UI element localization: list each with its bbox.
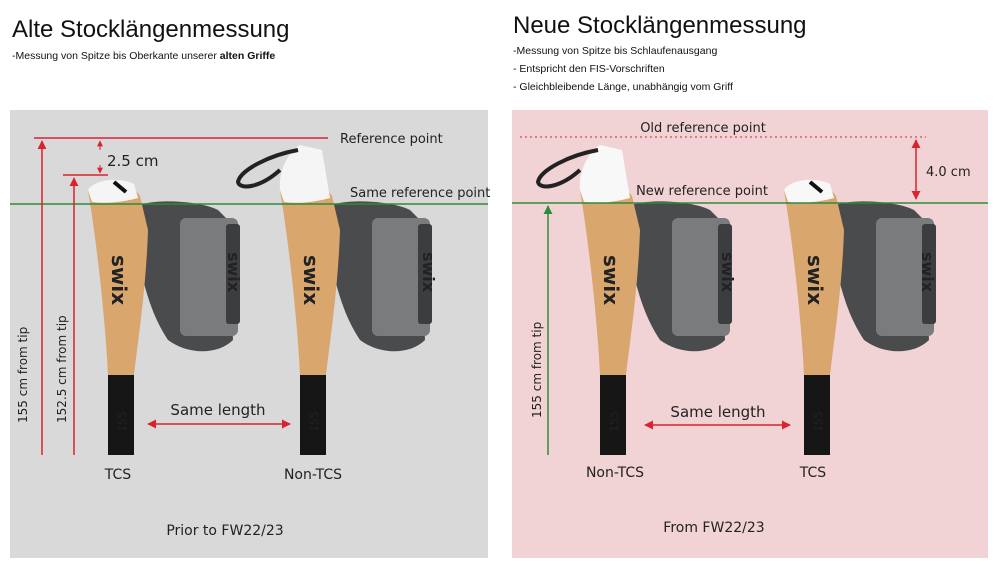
left-caption: Prior to FW22/23: [166, 523, 283, 539]
brand-logo: swix: [299, 255, 323, 305]
left-nontcs-pole: [235, 145, 432, 456]
brand-logo: swix: [803, 255, 827, 305]
pole-label-tcs: TCS: [799, 465, 827, 481]
brand-logo: swix: [718, 252, 737, 293]
right-bullet: - Gleichbleibende Länge, unabhängig vom …: [513, 81, 733, 93]
new-reference-point-label: New reference point: [636, 184, 768, 199]
pole-label-tcs: TCS: [104, 467, 132, 483]
brand-logo: swix: [224, 252, 243, 293]
left-title: Alte Stocklängenmessung: [12, 16, 290, 43]
right-nontcs-pole: [535, 145, 732, 456]
left-subtitle: -Messung von Spitze bis Oberkante unsere…: [12, 47, 275, 65]
length-inner-label: 152.5 cm from tip: [55, 315, 69, 423]
right-title: Neue Stocklängenmessung: [513, 12, 807, 39]
length-outer-label: 155 cm from tip: [16, 327, 30, 423]
left-tcs-pole: [88, 179, 240, 456]
right-tcs-pole: [784, 179, 936, 456]
left-subtitle-text: -Messung von Spitze bis Oberkante unsere…: [12, 50, 220, 62]
right-bullets: -Messung von Spitze bis Schlaufenausgang…: [513, 42, 733, 96]
shaft-label: 155: [308, 411, 321, 432]
shaft-label: 155: [116, 411, 129, 432]
offset-label: 4.0 cm: [926, 165, 971, 180]
same-reference-point-label: Same reference point: [350, 186, 490, 201]
offset-label: 2.5 cm: [107, 152, 158, 170]
same-length-label: Same length: [670, 403, 765, 421]
shaft-label: 155: [812, 411, 825, 432]
brand-logo: swix: [419, 252, 438, 293]
right-caption: From FW22/23: [663, 520, 764, 536]
brand-logo: swix: [918, 252, 937, 293]
old-reference-point-label: Old reference point: [640, 121, 766, 136]
pole-label-nontcs: Non-TCS: [284, 467, 342, 483]
pole-label-nontcs: Non-TCS: [586, 465, 644, 481]
left-subtitle-bold: alten Griffe: [219, 50, 276, 62]
right-bullet: -Messung von Spitze bis Schlaufenausgang: [513, 45, 718, 57]
right-bullet: - Entspricht den FIS-Vorschriften: [513, 63, 665, 75]
same-length-label: Same length: [170, 401, 265, 419]
brand-logo: swix: [107, 255, 131, 305]
shaft-label: 155: [608, 411, 621, 432]
reference-point-label: Reference point: [340, 132, 443, 147]
length-label: 155 cm from tip: [530, 322, 544, 418]
brand-logo: swix: [599, 255, 623, 305]
